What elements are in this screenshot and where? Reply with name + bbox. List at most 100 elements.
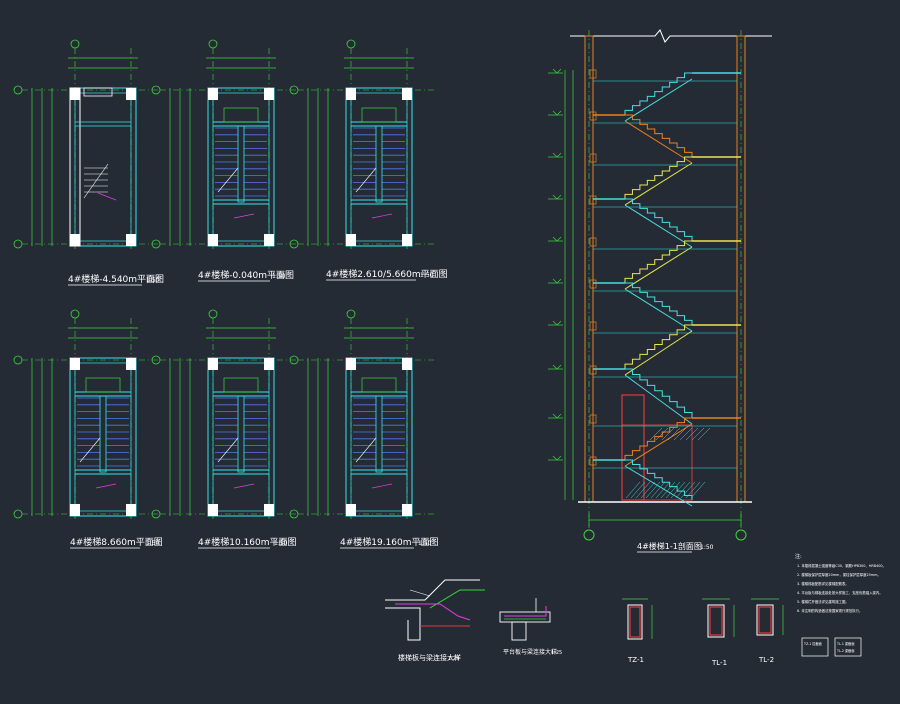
level-marker-triangle [552,364,562,370]
stair-flight-10 [548,455,737,507]
axis-bubble-left-top [289,355,299,365]
stair-well-outline [345,87,413,247]
stair-flight-8 [548,364,737,425]
structural-column-4 [402,504,412,516]
stair-flight-2 [548,110,737,164]
stair-plan-1 [13,39,160,252]
plan-scale-6: 1:50 [418,540,432,547]
stair-flight-soffit [624,162,693,206]
landing-beam-section [589,279,597,289]
stair-flight-soffit [624,423,693,467]
stair-flight-5 [548,236,741,290]
stair-flight-soffit [624,330,693,376]
plan-title-3: 4#楼梯2.610/5.660m平面图 [326,268,448,280]
landing-slab-outline [361,107,397,123]
legend-item-3: TL-2 梁截面 [836,648,854,653]
plan-scale-1: 1:50 [146,277,160,284]
structural-column-3 [70,504,80,516]
detail1-rebar-bottom [395,603,471,621]
stair-direction-arrow [355,437,377,463]
column-outline [756,604,774,636]
stair-direction-arrow [217,437,239,463]
stair-well-gap [99,395,107,473]
stair-well-outline [69,357,137,517]
notes-heading: 注: [795,553,802,560]
structural-column-3 [346,234,356,246]
structural-column-2 [402,358,412,370]
plan-title-5: 4#楼梯10.160m平面图 [198,536,297,548]
plan-title-6: 4#楼梯19.160m平面图 [340,536,439,548]
stair-direction-arrow [355,167,377,193]
stair-flight-soffit [624,78,693,122]
stair-plan-6 [289,309,436,522]
stair-well-gap [375,395,383,473]
section-title: 4#楼梯1-1剖面图 [637,541,702,551]
section-break-line [570,29,772,43]
stair-flight-steps [625,114,693,157]
landing-slab-outline [223,377,259,393]
landing-beam-section [589,69,597,79]
section-hatch-line-upper [691,427,705,441]
legend-item-2: TL-1 梁截面 [836,641,854,646]
axis-bubble-left-top [151,355,161,365]
axis-bubble-left-bottom [151,239,161,249]
legend-item-1: TZ-1 柱截面 [803,641,822,646]
stair-well-inner-outline [212,362,270,512]
ground-section-mark [97,192,117,201]
axis-bubble-top [70,309,80,319]
level-marker-triangle [552,194,562,200]
structural-column-3 [346,504,356,516]
ground-wall-hatch [83,87,113,97]
section-hatch-line-upper [673,427,687,441]
landing-beam-section [589,456,597,466]
detail-scale-2: 1:25 [551,650,562,656]
section-hatch-line-upper [697,427,711,441]
axis-bubble-left-top [289,85,299,95]
plan-scale-2: 1:50 [272,273,286,280]
detail1-rebar-top [429,589,485,609]
detail-scale-1: 1:25 [448,656,459,662]
stair-direction-arrow [79,437,101,463]
structural-column-4 [126,234,136,246]
stair-flight-soffit [624,120,693,164]
stair-section-1-1 [564,29,772,541]
structural-column-2 [264,88,274,100]
structural-column-4 [126,504,136,516]
stair-well-gap [237,125,245,203]
section-hatch-line-upper [661,427,675,441]
section-cut-mark [371,483,393,489]
stair-well-gap [237,395,245,473]
section-axis-bubble-right [735,529,747,541]
plan-title-4: 4#楼梯8.660m平面图 [70,536,163,548]
axis-bubble-left-bottom [13,239,23,249]
structural-column-4 [264,234,274,246]
level-marker-triangle [552,110,562,116]
notes-item-1: 1. 本楼梯混凝土强度等级C30，钢筋HPB300、HRB400。 [797,563,886,568]
plan-title-2: 4#楼梯-0.040m平面图 [198,269,294,281]
stair-flight-6 [548,278,737,332]
landing-slab-outline [361,377,397,393]
detail1-leader [409,589,431,597]
general-notes: 注: 1. 本楼梯混凝土强度等级C30，钢筋HPB300、HRB400。 2. … [795,553,886,613]
section-hatch-line [680,481,696,499]
section-hatch-line-upper [667,427,681,441]
section-cut-mark [371,213,393,219]
section-cut-mark [95,483,117,489]
structural-column-1 [70,88,80,100]
level-marker-triangle [552,455,562,461]
ground-stair-arrow [83,163,109,199]
stair-plan-3 [289,39,436,252]
column-label-tz1: TZ-1 [627,656,644,664]
stair-section-flights [548,68,741,507]
stair-flight-steps [624,156,692,199]
stair-flight-steps [624,324,692,369]
stair-well-outline [207,357,275,517]
level-marker-triangle [552,413,562,419]
column-outline [627,604,643,640]
landing-slab-outline [85,377,121,393]
detail-stair-slab-beam [385,579,485,641]
plan-scale-5: 1:50 [274,540,288,547]
column-section-labels: TZ-1 TL-1 TL-2 [627,656,774,667]
axis-bubble-top [346,39,356,49]
